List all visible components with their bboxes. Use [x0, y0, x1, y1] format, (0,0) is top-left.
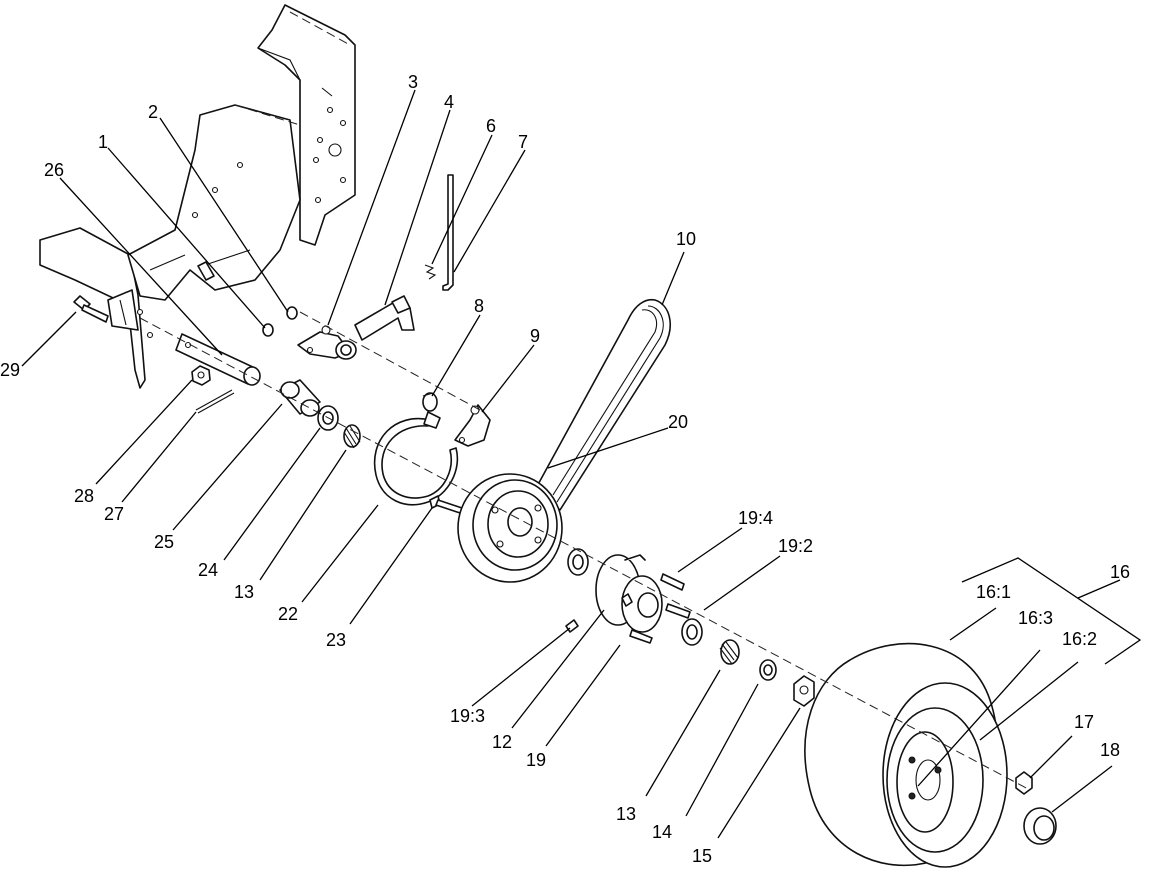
bolt-29 — [73, 295, 109, 323]
callout-10: 10 — [676, 229, 696, 249]
callout-19-4: 19:4 — [738, 508, 773, 528]
callout-17: 17 — [1074, 712, 1094, 732]
idler-bracket-3 — [297, 325, 357, 360]
leader-lines — [21, 89, 1142, 839]
pivot-tube — [175, 333, 261, 386]
callout-6: 6 — [486, 116, 496, 136]
seal-spacer — [567, 548, 589, 576]
callout-8: 8 — [474, 296, 484, 316]
bolt-23 — [429, 495, 463, 514]
rod-7 — [442, 174, 454, 291]
callout-14: 14 — [652, 822, 672, 842]
frame-crossmember — [39, 104, 301, 389]
callout-19-2: 19:2 — [778, 536, 813, 556]
callout-4: 4 — [444, 92, 454, 112]
bearing-13-right — [719, 639, 740, 665]
callout-13-a: 13 — [234, 582, 254, 602]
spacer-2 — [286, 306, 298, 320]
callout-18: 18 — [1100, 740, 1120, 760]
callout-28: 28 — [74, 486, 94, 506]
callout-20: 20 — [668, 412, 688, 432]
wheel-16 — [804, 642, 1008, 868]
pulley-20 — [457, 473, 563, 583]
bushing-25 — [279, 379, 321, 417]
hub-19 — [595, 554, 691, 644]
race-19-2 — [681, 618, 703, 646]
callout-24: 24 — [198, 560, 218, 580]
callout-3: 3 — [408, 72, 418, 92]
stud — [197, 261, 215, 281]
callout-1: 1 — [98, 132, 108, 152]
assembly-axis — [139, 311, 1031, 791]
callout-22: 22 — [278, 604, 298, 624]
castle-nut-15 — [793, 675, 815, 707]
mounting-bracket — [107, 289, 139, 331]
ring-1 — [262, 323, 274, 337]
brake-band-22 — [373, 411, 459, 506]
callout-26: 26 — [44, 160, 64, 180]
belt-10 — [534, 298, 671, 511]
callout-15: 15 — [692, 846, 712, 866]
callout-12: 12 — [492, 732, 512, 752]
callout-19: 19 — [526, 750, 546, 770]
brake-bracket-9 — [454, 404, 491, 447]
lug-nut-17 — [1015, 771, 1033, 795]
idler-arm-4 — [354, 295, 415, 341]
hub-cap-18 — [1023, 807, 1057, 845]
callout-16-2: 16:2 — [1062, 629, 1097, 649]
frame-plate — [257, 4, 356, 246]
callout-7: 7 — [518, 132, 528, 152]
callout-27: 27 — [104, 504, 124, 524]
callout-13-b: 13 — [616, 804, 636, 824]
callout-16-1: 16:1 — [976, 582, 1011, 602]
callout-2: 2 — [148, 102, 158, 122]
cotter-pin-27 — [195, 389, 235, 414]
callout-23: 23 — [326, 630, 346, 650]
callout-25: 25 — [154, 532, 174, 552]
callout-9: 9 — [530, 326, 540, 346]
callout-16-3: 16:3 — [1018, 608, 1053, 628]
callout-19-3: 19:3 — [450, 706, 485, 726]
callout-29: 29 — [0, 360, 20, 380]
washer-14 — [759, 659, 777, 681]
bearing-13-left — [343, 424, 361, 449]
nut-28 — [191, 365, 211, 386]
callout-labels: 1 2 3 4 6 7 8 9 10 12 13 13 14 15 16 16:… — [0, 72, 1130, 866]
bushing-8 — [422, 392, 438, 412]
callout-16: 16 — [1110, 562, 1130, 582]
spring-6 — [424, 264, 437, 280]
